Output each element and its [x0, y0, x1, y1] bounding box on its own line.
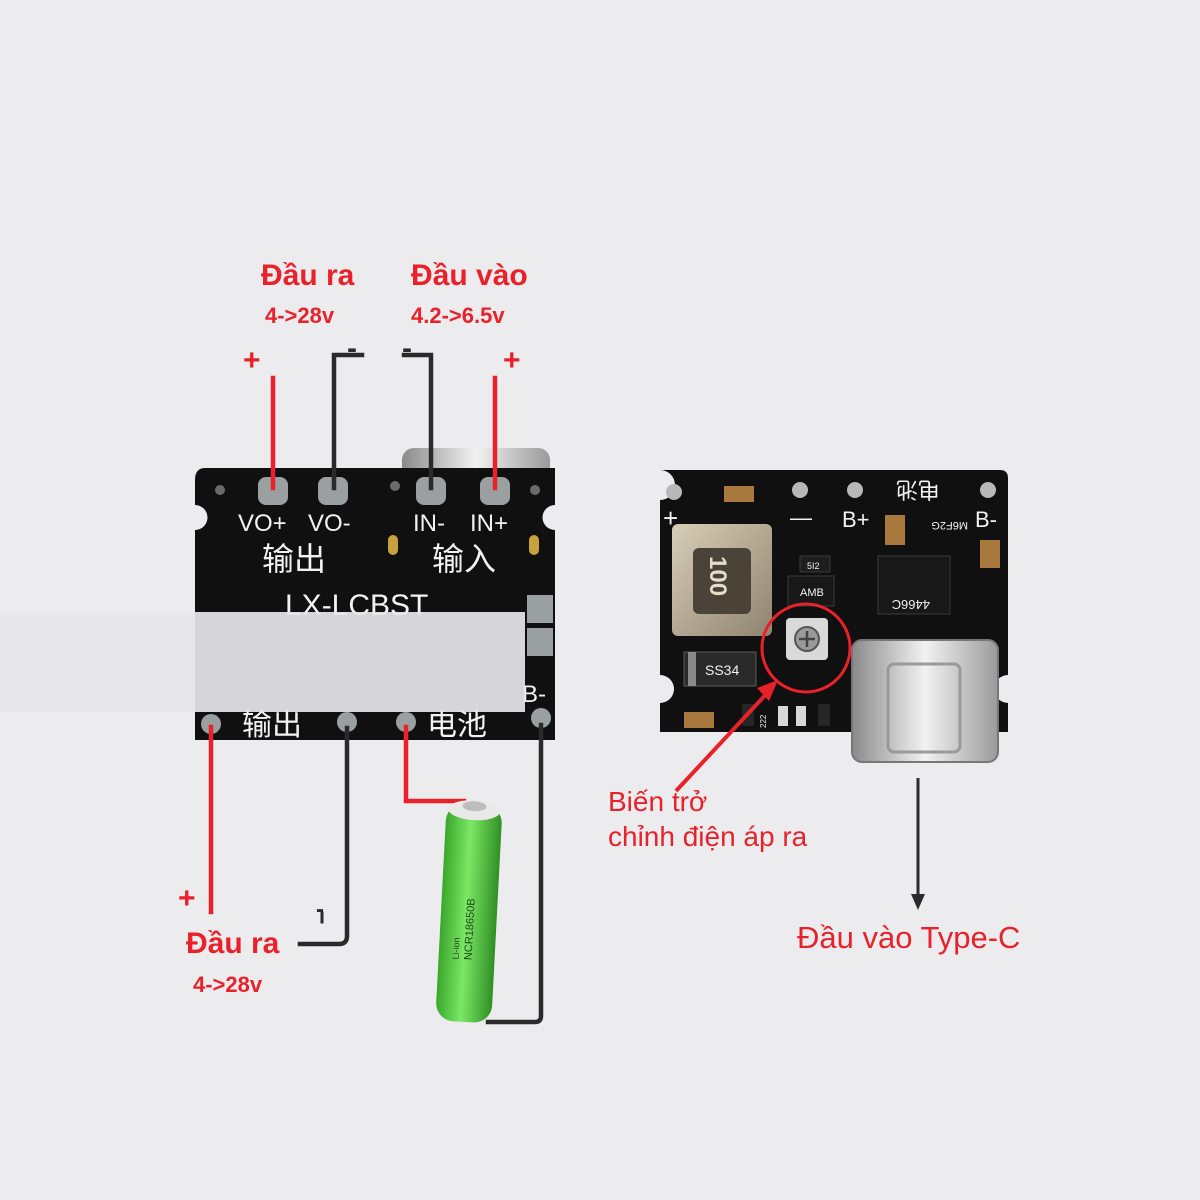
label-input-top-title: Đầu vào: [411, 259, 528, 292]
ic-amb: [787, 575, 835, 607]
silk-battery-cn: 电池: [427, 708, 487, 743]
pad-vo-minus: [318, 477, 348, 505]
silk-b-minus: B-: [522, 681, 546, 708]
right-pad-b-minus: [980, 482, 996, 498]
label-output-top-range: 4->28v: [265, 303, 335, 328]
left-board-dot: [215, 485, 225, 495]
resistor: [818, 704, 830, 726]
battery-terminal-cap: [462, 801, 487, 812]
left-board-slot: [388, 535, 398, 555]
capacitor: [724, 486, 754, 502]
ic-third-code: M6F2G: [931, 519, 968, 531]
sign-plus-left: +: [243, 344, 261, 377]
potentiometer-highlight: [760, 602, 852, 694]
sign-minus-bottom: -: [316, 896, 324, 923]
sign-plus-bottom: +: [178, 882, 196, 915]
pad-bottom-output-minus: [337, 712, 357, 732]
label-output-top-title: Đầu ra: [261, 259, 355, 292]
pad-in-minus: [416, 477, 446, 505]
diode-band: [688, 652, 696, 686]
left-board-dot: [530, 485, 540, 495]
battery-body: [436, 803, 502, 1023]
pad-vo-plus: [258, 477, 288, 505]
battery-brand: Li-ion: [451, 937, 462, 960]
inductor-code: 100: [704, 556, 731, 596]
silk-in-plus: IN+: [470, 510, 508, 537]
label-typec-input: Đầu vào Type-C: [797, 920, 1021, 955]
wires: [208, 352, 544, 1025]
wire-battery-plus: [403, 724, 467, 804]
right-pad-minus: [792, 482, 808, 498]
right-usb-opening: [886, 662, 962, 754]
typec-arrow-head: [911, 894, 925, 910]
watermark-blur: [0, 612, 525, 712]
silk-in-minus: IN-: [413, 510, 445, 537]
sign-plus-right: +: [503, 344, 521, 377]
silk-vo-minus: VO-: [308, 510, 351, 537]
wire-bottom-output-minus: [297, 725, 350, 947]
silk-vo-plus: VO+: [238, 510, 287, 537]
right-board: + — B+ 电池 B- 100 5I2 AMB 4466C M6F2G SS3…: [660, 470, 1008, 763]
sign-minus-left: -: [347, 332, 357, 365]
small-chip: [799, 555, 831, 573]
battery: NCR18650B Li-ion: [436, 800, 502, 1023]
right-silk-minus: —: [790, 505, 812, 530]
pad-bottom-output-plus: [201, 714, 221, 734]
silk-output-cn: 输出: [262, 540, 326, 578]
label-potentiometer-line1: Biến trở: [608, 786, 708, 817]
diode-code: SS34: [705, 662, 739, 678]
label-output-bottom-range: 4->28v: [193, 972, 263, 997]
label-potentiometer-line2: chỉnh điện áp ra: [608, 821, 808, 852]
right-pad-b-plus: [847, 482, 863, 498]
left-board-slot: [529, 535, 539, 555]
label-output-bottom-title: Đầu ra: [186, 927, 280, 960]
left-board-dot: [390, 481, 400, 491]
right-usb-connector: [851, 639, 999, 763]
potentiometer-arrow-head: [757, 680, 778, 701]
right-pad-plus: [666, 484, 682, 500]
sign-minus-right: -: [402, 332, 412, 365]
ic-main-code: 4466C: [892, 597, 930, 612]
ic-main: [877, 555, 951, 615]
wire-top-output-minus: [331, 352, 365, 491]
left-board-side-pad: [527, 628, 553, 656]
capacitor: [684, 712, 714, 728]
pad-battery-plus: [396, 712, 416, 732]
label-input-top-range: 4.2->6.5v: [411, 303, 505, 328]
resistor-code: 222: [759, 714, 768, 728]
capacitor: [980, 540, 1000, 568]
capacitor: [885, 515, 905, 545]
pad-battery-minus: [531, 708, 551, 728]
inductor-core: [693, 548, 751, 614]
battery-model: NCR18650B: [462, 898, 477, 960]
silk-bottom-output-cn: 输出: [242, 708, 302, 743]
wire-top-input-minus: [401, 352, 434, 491]
led: [796, 706, 806, 726]
led: [778, 706, 788, 726]
arrows: [674, 680, 925, 910]
ic-amb-code: AMB: [800, 587, 824, 599]
potentiometer-arrow-line: [674, 688, 772, 793]
wire-battery-minus: [485, 722, 544, 1025]
left-board-side-pad: [527, 595, 553, 623]
right-silk-battery-cn: 电池: [896, 476, 940, 501]
potentiometer-slot: [799, 631, 815, 647]
silk-input-cn: 输入: [432, 540, 496, 578]
right-silk-b-minus: B-: [975, 507, 997, 532]
pad-in-plus: [480, 477, 510, 505]
small-chip-code: 5I2: [807, 561, 820, 571]
right-silk-b-plus: B+: [842, 507, 870, 532]
